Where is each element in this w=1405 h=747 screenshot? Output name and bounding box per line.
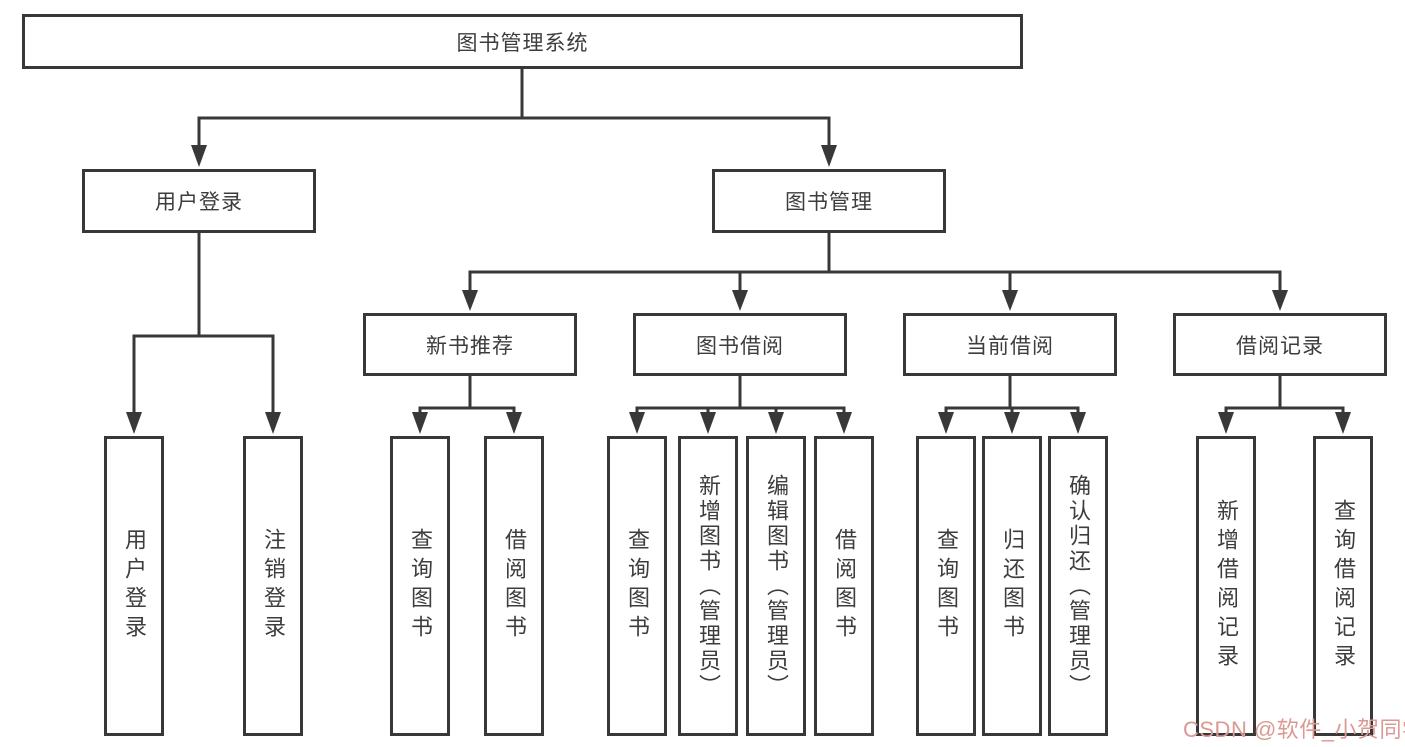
leaf-user-login: 用户登录 <box>104 436 164 736</box>
arrowhead-leaf-b2 <box>506 412 522 434</box>
arrowhead-leaf-d2 <box>1004 412 1020 434</box>
leaf-query-books-current: 查询图书 <box>916 436 976 736</box>
arrowhead-leaf-e1 <box>1218 412 1234 434</box>
leaf-logout-login: 注销登录 <box>243 436 303 736</box>
node-user-login: 用户登录 <box>82 169 316 233</box>
node-book-borrow: 图书借阅 <box>633 313 847 376</box>
arrowhead-book-borrow <box>732 290 748 311</box>
leaf-borrow-books: 借阅图书 <box>814 436 874 736</box>
leaf-query-books-recommend: 查询图书 <box>390 436 450 736</box>
arrowhead-user-login <box>191 145 207 167</box>
leaf-query-borrow-record: 查询借阅记录 <box>1313 436 1373 736</box>
leaf-return-books: 归还图书 <box>982 436 1042 736</box>
leaf-query-books-borrow: 查询图书 <box>607 436 667 736</box>
arrowhead-book-management <box>821 145 837 167</box>
arrowhead-leaf-a1 <box>126 412 142 434</box>
arrowhead-leaf-d1 <box>938 412 954 434</box>
arrowhead-new-book <box>462 290 478 311</box>
leaf-edit-books-admin: 编辑图书（管理员） <box>746 436 806 736</box>
arrowhead-leaf-c2 <box>700 412 716 434</box>
leaf-add-books-admin: 新增图书（管理员） <box>678 436 738 736</box>
arrowhead-leaf-d3 <box>1070 412 1086 434</box>
leaf-add-borrow-record: 新增借阅记录 <box>1196 436 1256 736</box>
node-borrow-record: 借阅记录 <box>1173 313 1387 376</box>
node-root: 图书管理系统 <box>22 14 1023 69</box>
arrowhead-borrow-record <box>1272 290 1288 311</box>
node-book-management: 图书管理 <box>712 169 946 233</box>
csdn-watermark: CSDN @软件_小贺同学 <box>1183 717 1405 742</box>
node-new-book-recommend: 新书推荐 <box>363 313 577 376</box>
leaf-borrow-books-recommend: 借阅图书 <box>484 436 544 736</box>
arrowhead-leaf-a2 <box>265 412 281 434</box>
arrowhead-leaf-b1 <box>412 412 428 434</box>
arrowhead-leaf-c1 <box>629 412 645 434</box>
leaf-confirm-return-admin: 确认归还（管理员） <box>1048 436 1108 736</box>
node-current-borrow: 当前借阅 <box>903 313 1117 376</box>
arrowhead-current-borrow <box>1002 290 1018 311</box>
arrowhead-leaf-e2 <box>1335 412 1351 434</box>
arrowhead-leaf-c3 <box>768 412 784 434</box>
arrowhead-leaf-c4 <box>836 412 852 434</box>
